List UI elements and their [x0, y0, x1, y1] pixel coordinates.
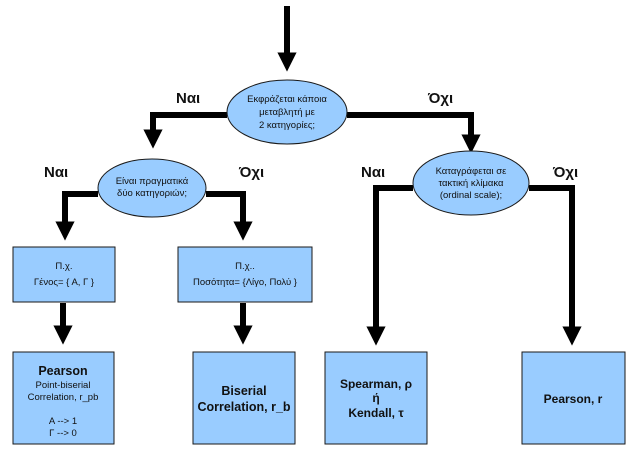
decision-left-line-1: Είναι πραγματικά [116, 176, 189, 187]
result-spearman-line-1: Spearman, ρ [340, 377, 412, 391]
decision-right-line-2: τακτική κλίμακα [438, 178, 504, 189]
decision-left: Είναι πραγματικά δύο κατηγοριών; [97, 158, 207, 218]
label-right-yes: Ναι [361, 164, 385, 181]
result-pearson-pb-line-1: Point-biserial [36, 380, 91, 391]
arrow-left-no [206, 191, 253, 241]
result-pearson-pb-title: Pearson [38, 364, 87, 378]
decision-right-line-1: Καταγράφεται σε [436, 166, 508, 177]
label-root-yes: Ναι [176, 90, 200, 107]
example-gender: Π.χ. Γένος= { Α, Γ } [12, 246, 116, 303]
result-pearson-pb-line-2: Correlation, r_pb [28, 392, 99, 403]
decision-root-line-3: 2 κατηγορίες; [259, 120, 315, 131]
decision-left-line-2: δύο κατηγοριών; [117, 188, 187, 199]
decision-right-line-3: (ordinal scale); [440, 190, 502, 201]
arrow-right-no [529, 185, 582, 346]
result-pearson-pb-line-4: Α --> 1 [49, 416, 77, 427]
label-left-yes: Ναι [44, 164, 68, 181]
arrow-root-yes [143, 112, 227, 149]
result-pearson-pb-line-5: Γ --> 0 [49, 428, 77, 439]
arrow-root-no [347, 112, 481, 154]
example-gender-line-2: Γένος= { Α, Γ } [34, 277, 94, 288]
result-pearson-pb: Pearson Point-biserial Correlation, r_pb… [12, 351, 115, 445]
example-quantity: Π.χ.. Ποσότητα= {Λίγο, Πολύ } [177, 246, 313, 303]
label-left-no: Όχι [238, 164, 264, 181]
result-spearman: Spearman, ρ ή Kendall, τ [324, 351, 428, 445]
arrow-right-yes [366, 185, 413, 346]
arrow-left-yes [55, 191, 98, 241]
decision-right: Καταγράφεται σε τακτική κλίμακα (ordinal… [412, 150, 530, 216]
result-pearson-line-1: Pearson, r [544, 392, 603, 406]
example-quantity-line-2: Ποσότητα= {Λίγο, Πολύ } [193, 277, 297, 288]
result-spearman-line-2: ή [372, 391, 379, 405]
result-pearson: Pearson, r [521, 351, 626, 445]
result-biserial-line-1: Biserial [221, 384, 266, 398]
result-spearman-line-3: Kendall, τ [348, 406, 404, 420]
decision-root: Εκφράζεται κάποια μεταβλητή με 2 κατηγορ… [226, 79, 348, 145]
label-right-no: Όχι [552, 164, 578, 181]
result-biserial: Biserial Correlation, r_b [192, 351, 296, 445]
decision-root-line-2: μεταβλητή με [259, 107, 315, 118]
example-gender-line-1: Π.χ. [55, 261, 72, 272]
decision-root-line-1: Εκφράζεται κάποια [247, 94, 327, 105]
result-biserial-line-2: Correlation, r_b [197, 400, 290, 414]
connectors [53, 6, 582, 346]
example-quantity-line-1: Π.χ.. [235, 261, 255, 272]
label-root-no: Όχι [427, 90, 453, 107]
